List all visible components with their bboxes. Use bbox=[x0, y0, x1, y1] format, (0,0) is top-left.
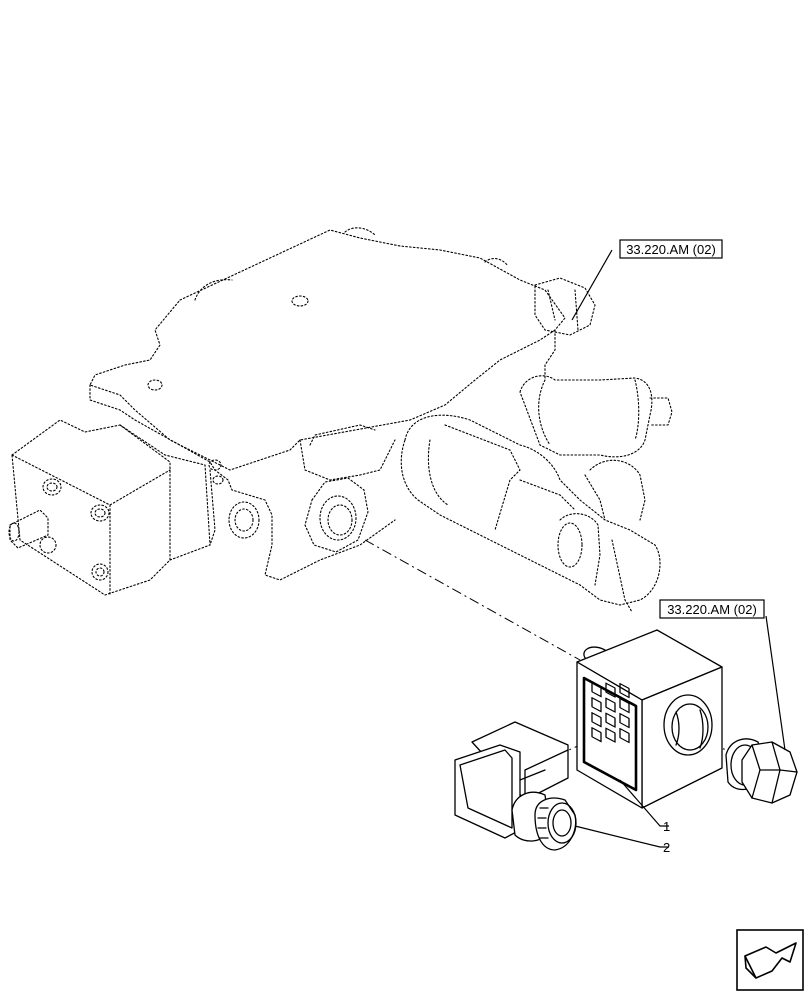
reference-label-right[interactable]: 33.220.AM (02) bbox=[667, 602, 757, 617]
reference-box-right[interactable]: 33.220.AM (02) bbox=[659, 599, 765, 619]
callout-number-2: 2 bbox=[663, 840, 670, 855]
reference-box-top[interactable]: 33.220.AM (02) bbox=[619, 239, 723, 259]
callout-number-1: 1 bbox=[663, 819, 670, 834]
valve-block-phantom bbox=[8, 227, 673, 613]
reference-label-top[interactable]: 33.220.AM (02) bbox=[626, 242, 716, 257]
next-page-arrow-icon[interactable] bbox=[736, 929, 804, 991]
solenoid-coil-part-1 bbox=[576, 629, 723, 809]
leader-ref-top bbox=[571, 249, 613, 321]
leader-ref-right bbox=[765, 615, 786, 751]
leader-callout-1 bbox=[619, 779, 669, 827]
leader-callout-2 bbox=[574, 825, 669, 848]
connector-plug-part-2 bbox=[454, 721, 577, 851]
cap-nut-plug bbox=[725, 738, 798, 804]
assembly-axis-line bbox=[364, 539, 581, 661]
connector-axis-line bbox=[519, 744, 581, 773]
